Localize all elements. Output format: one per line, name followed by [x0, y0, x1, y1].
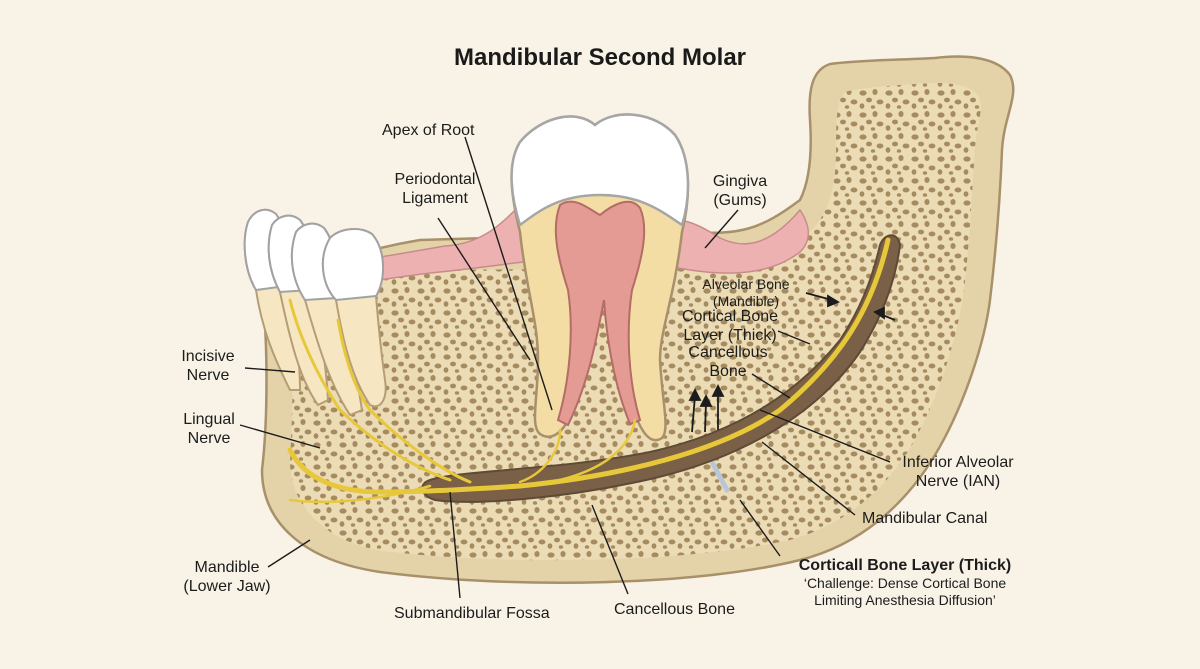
label-incisive-nerve: Incisive Nerve: [181, 348, 235, 384]
challenge-note-line-1: ‘Challenge: Dense Cortical Bone: [803, 575, 1007, 591]
label-mandibular-canal: Mandibular Canal: [862, 510, 988, 527]
label-cancellous-bone-upper: Cancellous Bone: [688, 344, 768, 380]
label-mandible: Mandible (Lower Jaw): [183, 559, 271, 595]
label-gingiva: Gingiva (Gums): [712, 173, 768, 209]
cortical-bone-heading: Corticall Bone Layer (Thick): [798, 557, 1012, 574]
label-cortical-bone-layer-upper: Cortical Bone Layer (Thick): [681, 308, 779, 344]
label-cortical-bone-layer-lower: Corticall Bone Layer (Thick) ‘Challenge:…: [782, 556, 1028, 609]
challenge-note-line-2: Limiting Anesthesia Diffusion’: [814, 592, 996, 608]
label-alveolar-bone: Alveolar Bone (Mandible): [702, 276, 790, 309]
second-molar: [510, 113, 690, 442]
label-inferior-alveolar-nerve: Inferior Alveolar Nerve (IAN): [902, 454, 1014, 490]
anterior-teeth: [243, 208, 387, 417]
diffusion-arrows: [688, 292, 896, 433]
pressure-arrow: [709, 460, 731, 494]
gingiva-distal: [659, 208, 809, 274]
leader-lines: [239, 136, 891, 599]
label-periodontal-ligament: Periodontal Ligament: [394, 171, 476, 207]
nerve-paths: [287, 237, 891, 504]
mandibular-canal-shape: [421, 234, 902, 503]
label-lingual-nerve: Lingual Nerve: [183, 411, 235, 447]
label-submandibular-fossa: Submandibular Fossa: [394, 605, 550, 622]
label-apex-of-root: Apex of Root: [382, 122, 475, 139]
diagram-title: Mandibular Second Molar: [453, 44, 747, 71]
label-cancellous-bone-lower: Cancellous Bone: [614, 601, 735, 618]
